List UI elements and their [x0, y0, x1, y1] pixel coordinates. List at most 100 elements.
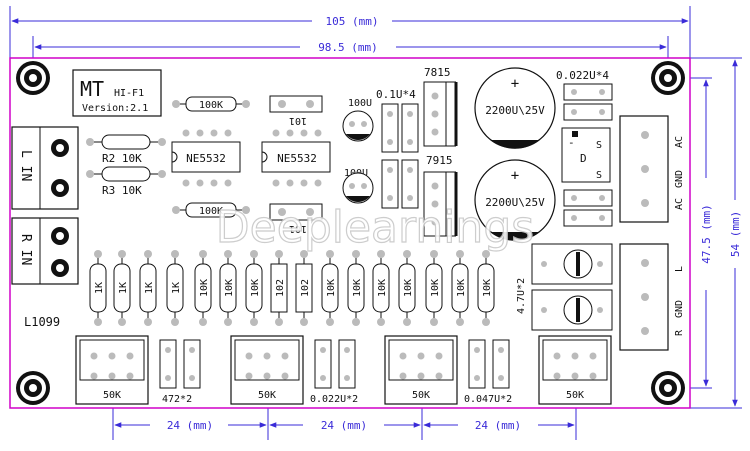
- l-in-label: L IN: [18, 150, 33, 181]
- dim-54-label: 54 (mm): [729, 211, 742, 257]
- capacitor-2200u-top: + 2200U\25V: [474, 67, 556, 149]
- ac-label-2: AC: [674, 136, 685, 148]
- dimension-top-outer: 105 (mm): [9, 6, 691, 60]
- resistor-vertical-label: 10K: [482, 279, 493, 297]
- resistor-vertical: 10K: [398, 250, 416, 326]
- version-label: Version:2.1: [82, 103, 148, 114]
- caps-0-022u-x4: 0.022U*4: [556, 69, 613, 227]
- resistor-vertical: 1K: [139, 250, 157, 326]
- film-capacitor: [314, 339, 332, 389]
- capacitor-100u-top: 100U: [342, 98, 374, 142]
- potentiometer-label: 50K: [566, 390, 584, 401]
- bridge-s2: S: [596, 170, 602, 181]
- potentiometer-50k: 50K: [384, 335, 458, 405]
- logo-subtitle: HI-F1: [114, 88, 144, 99]
- resistor-vertical: 10K: [245, 250, 263, 326]
- resistor-row: 1K 1K 1K 1K 10K 10K 10K 102 102 10K 10K 10K 10K 10K 10…: [89, 250, 495, 326]
- resistor-vertical-label: 10K: [352, 279, 363, 297]
- dimension-bottom-spacing: 24 (mm) 24 (mm) 24 (mm): [112, 402, 577, 440]
- potentiometer-50k: 50K: [75, 335, 149, 405]
- connector-l-in: L IN: [11, 126, 79, 210]
- resistor-vertical: 1K: [166, 250, 184, 326]
- dim-98-label: 98.5 (mm): [318, 41, 378, 54]
- resistor-vertical: 102: [295, 250, 313, 326]
- dimension-right-outer: 54 (mm): [690, 57, 742, 409]
- resistor-vertical: 10K: [321, 250, 339, 326]
- svg-text:+: +: [511, 76, 519, 92]
- model-label: L1099: [24, 315, 60, 329]
- ic-ne5532-left: NE5532: [171, 129, 241, 187]
- ac-label-1: AC: [674, 198, 685, 210]
- capacitor-101-top-label: 101: [289, 115, 307, 126]
- resistor-vertical: 10K: [451, 250, 469, 326]
- ic-ne5532-left-label: NE5532: [186, 152, 226, 165]
- potentiometer-50k: 50K: [230, 335, 304, 405]
- resistor-vertical-label: 1K: [144, 282, 155, 294]
- caps-0-047u-x2-label: 0.047U*2: [464, 394, 512, 405]
- resistor-vertical-label: 10K: [430, 279, 441, 297]
- capacitor-101-mid: 101: [269, 203, 323, 234]
- mounting-hole-bottom-right: [651, 371, 685, 405]
- resistor-vertical-label: 10K: [199, 279, 210, 297]
- regulator-7915-label: 7915: [426, 154, 453, 167]
- capacitor-2200u-bottom-label: 2200U\25V: [485, 196, 545, 209]
- film-capacitor: [492, 339, 510, 389]
- caps-0-022u-x2-label: 0.022U*2: [310, 394, 358, 405]
- resistor-vertical-label: 1K: [94, 282, 105, 294]
- mounting-hole-top-left: [16, 61, 50, 95]
- resistor-vertical-label: 10K: [456, 279, 467, 297]
- resistor-vertical: 1K: [113, 250, 131, 326]
- resistor-vertical-label: 10K: [377, 279, 388, 297]
- film-capacitor: [338, 339, 356, 389]
- dim-24-label-3: 24 (mm): [475, 419, 521, 432]
- bridge-rectifier: - D S S: [561, 127, 611, 183]
- resistor-vertical-label: 1K: [118, 282, 129, 294]
- connector-ac: AC GND AC: [619, 115, 685, 223]
- potentiometer-label: 50K: [103, 390, 121, 401]
- resistor-vertical-label: 10K: [224, 279, 235, 297]
- caps-4-7u-x2-label: 4.7U*2: [516, 278, 527, 314]
- dim-24-label-2: 24 (mm): [321, 419, 367, 432]
- resistor-vertical-label: 10K: [250, 279, 261, 297]
- capacitor-2200u-bottom: + 2200U\25V: [474, 159, 556, 241]
- regulator-7815: 7815: [423, 66, 458, 147]
- logo-block: MT HI-F1 Version:2.1: [72, 69, 162, 117]
- resistor-vertical: 102: [270, 250, 288, 326]
- capacitor-101-mid-label: 101: [289, 223, 307, 234]
- svg-text:+: +: [511, 168, 519, 184]
- dim-105-label: 105 (mm): [326, 15, 379, 28]
- mounting-hole-top-right: [651, 61, 685, 95]
- potentiometer-row: 50K 50K 50K 50K: [75, 335, 612, 405]
- resistor-100k-top-label: 100K: [199, 100, 223, 111]
- dim-24-label-1: 24 (mm): [167, 419, 213, 432]
- bridge-minus: -: [568, 136, 575, 149]
- bridge-s1: S: [596, 140, 602, 151]
- mounting-hole-bottom-left: [16, 371, 50, 405]
- potentiometer-50k: 50K: [538, 335, 612, 405]
- regulator-7815-label: 7815: [424, 66, 451, 79]
- resistor-vertical: 10K: [347, 250, 365, 326]
- capacitor-2200u-top-label: 2200U\25V: [485, 104, 545, 117]
- caps-0-022u-x4-label: 0.022U*4: [556, 69, 609, 82]
- out-r-label: R: [674, 329, 685, 336]
- capacitor-100u-bottom: 100U: [342, 168, 374, 204]
- resistor-vertical-label: 10K: [326, 279, 337, 297]
- resistor-r2: R2 10K: [86, 134, 166, 165]
- potentiometer-label: 50K: [258, 390, 276, 401]
- resistor-r2-label: R2 10K: [102, 152, 142, 165]
- resistor-100k-top: 100K: [172, 96, 250, 112]
- film-capacitor: [468, 339, 486, 389]
- watermark-text: Deeplearnings: [216, 202, 534, 253]
- film-caps-0-1u: 0.1U*4: [376, 88, 419, 209]
- logo-mt: MT: [80, 77, 104, 101]
- dimension-top-inner: 98.5 (mm): [32, 36, 669, 60]
- ic-ne5532-right: NE5532: [261, 129, 331, 187]
- connector-output: R GND L: [619, 243, 685, 351]
- resistor-vertical-label: 102: [275, 279, 286, 297]
- film-caps-label: 0.1U*4: [376, 88, 416, 101]
- resistor-vertical: 10K: [477, 250, 495, 326]
- film-capacitor: [183, 339, 201, 389]
- out-gnd-label: GND: [674, 300, 685, 318]
- resistor-vertical: 1K: [89, 250, 107, 326]
